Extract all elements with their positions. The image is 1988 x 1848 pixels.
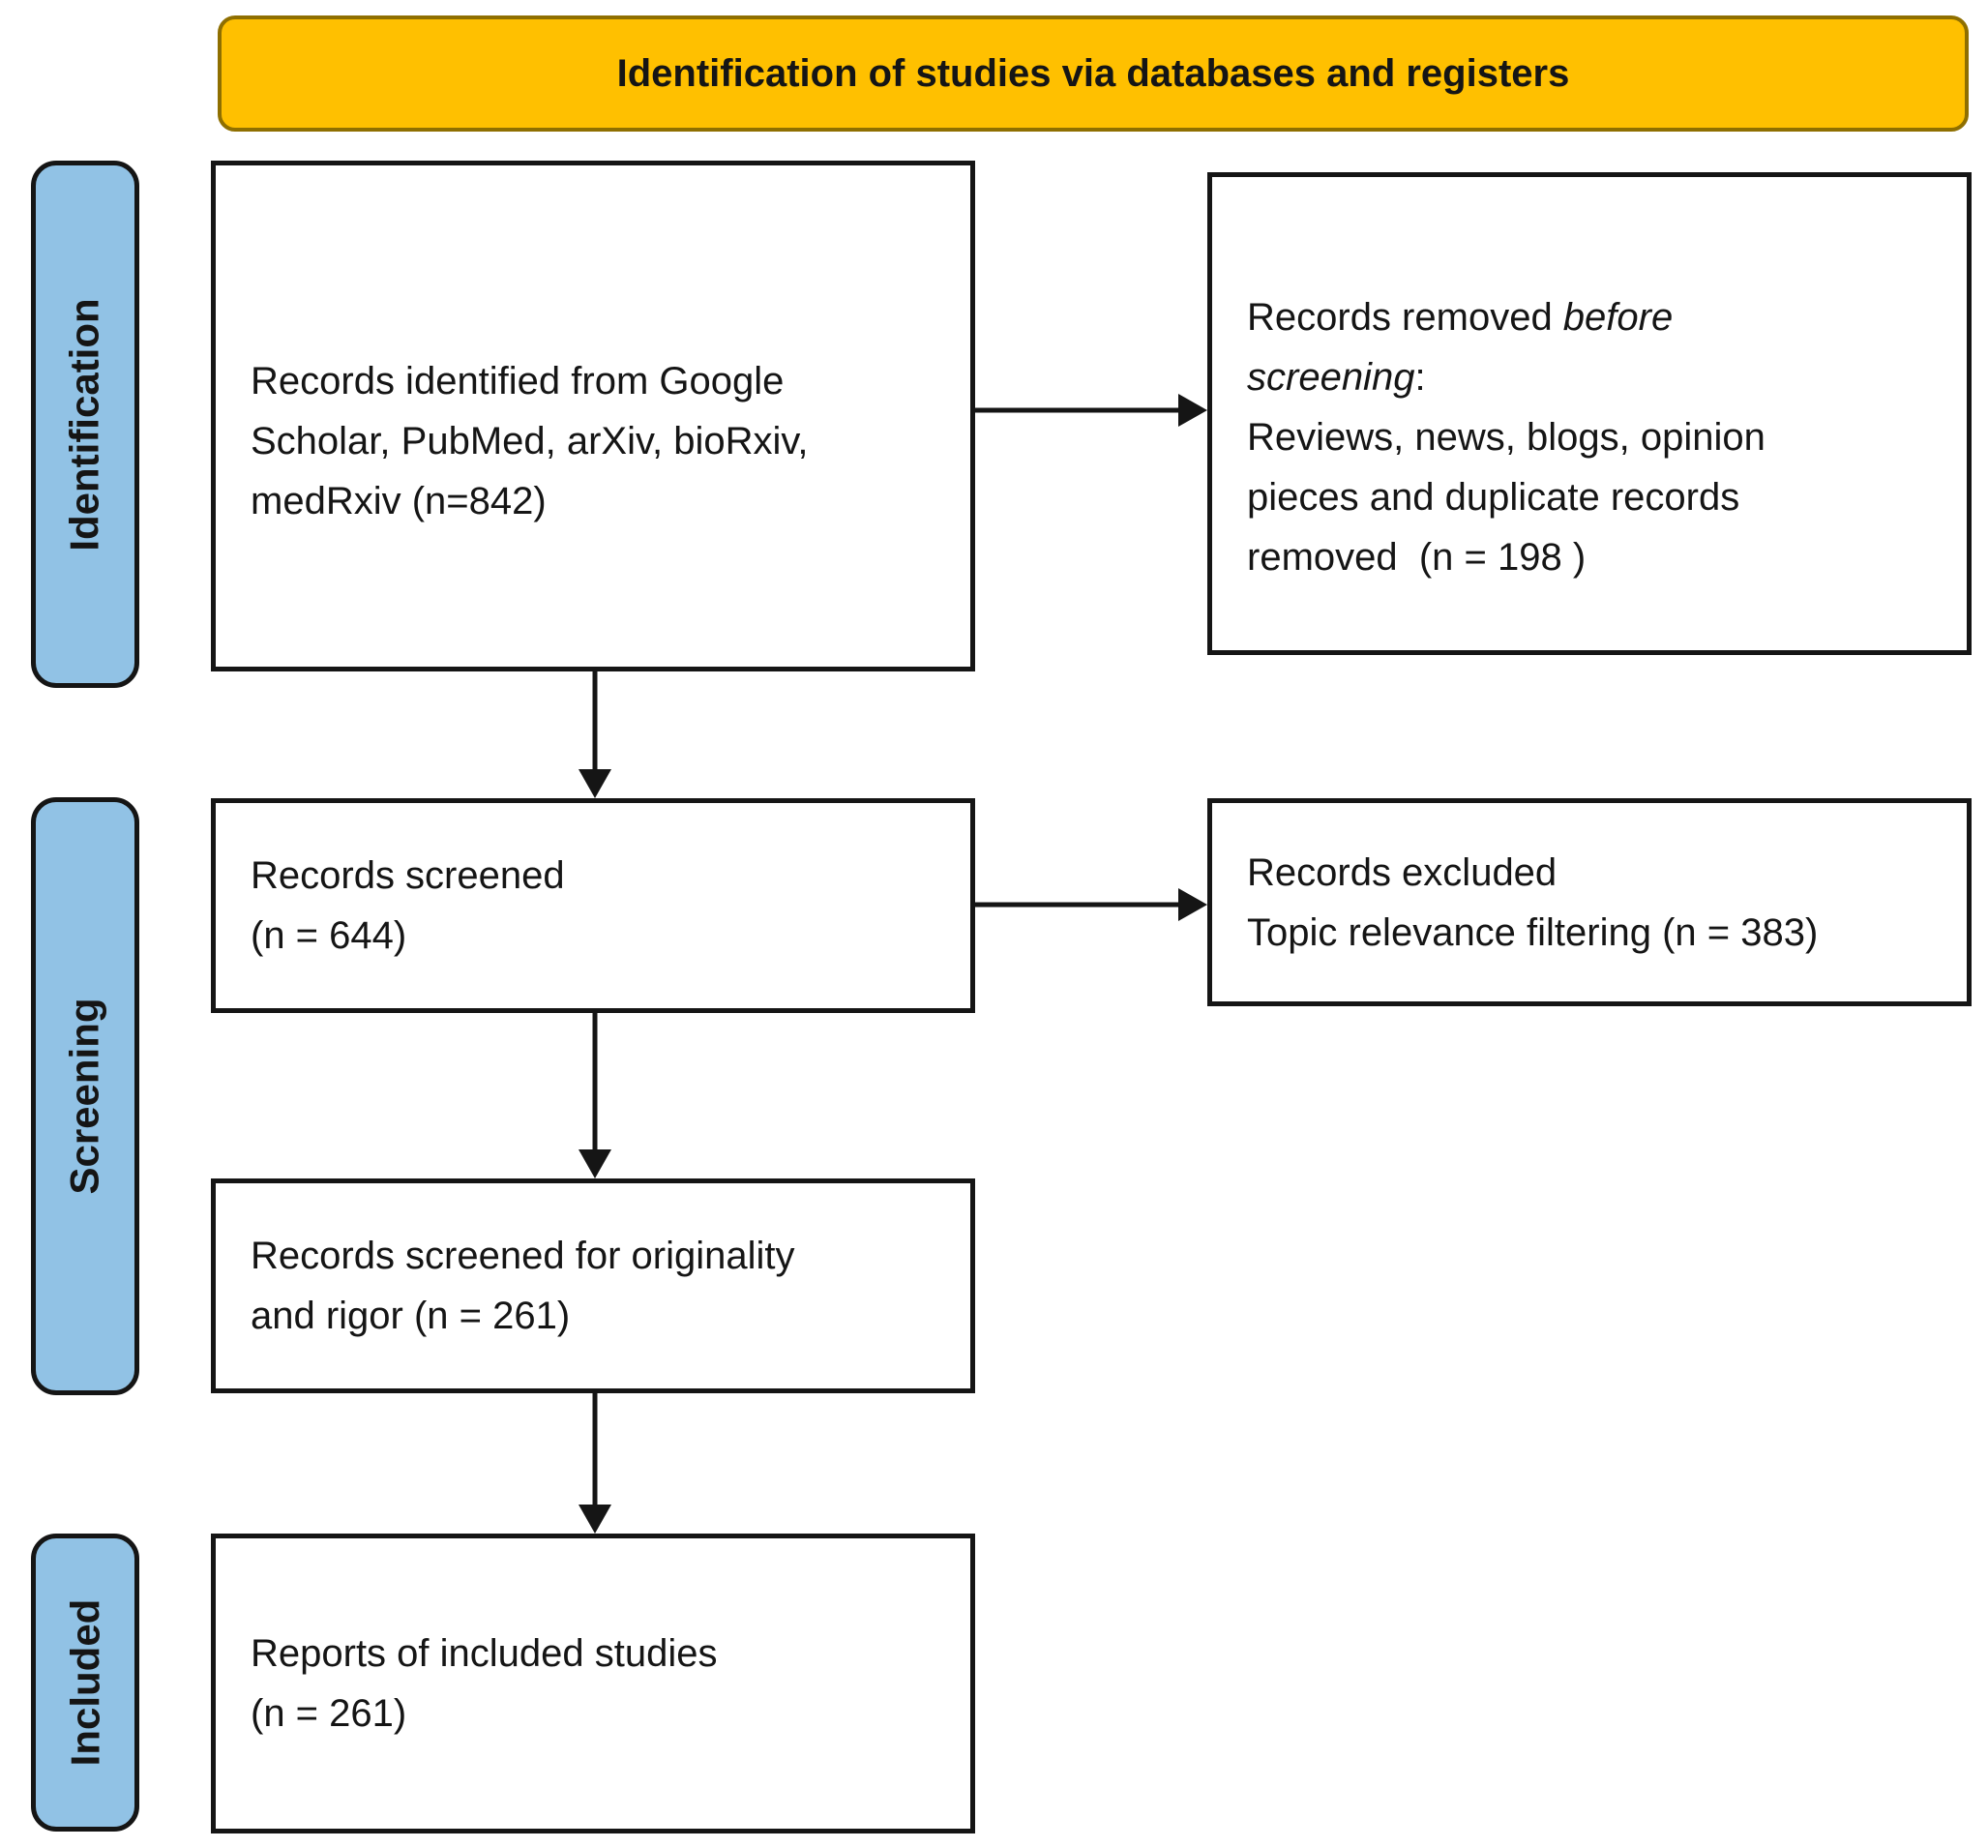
arrowhead-down-icon — [579, 769, 611, 798]
box-text-line: Records removed before — [1247, 287, 1943, 347]
box-text-line: Records screened — [251, 854, 565, 897]
box-text-line: Records screened for originality — [251, 1235, 795, 1277]
box-records-excluded: Records excluded Topic relevance filteri… — [1207, 798, 1972, 1006]
stage-label-included: Included — [31, 1534, 139, 1832]
box-text-line: Reports of included studies — [251, 1632, 718, 1675]
box-text-segment-italic: screening — [1247, 355, 1415, 399]
box-text-segment: Records removed — [1247, 295, 1563, 339]
box-text-line: Records excluded — [1247, 850, 1558, 894]
stage-label-identification: Identification — [31, 161, 139, 688]
stage-label-screening: Screening — [31, 797, 139, 1395]
arrow-identified-to-removed — [975, 394, 1207, 427]
arrowhead-down-icon — [579, 1505, 611, 1534]
arrow-screened-to-originality — [579, 1013, 611, 1178]
arrowhead-right-icon — [1178, 394, 1207, 427]
box-text-line: removed (n = 198 ) — [1247, 535, 1587, 579]
stage-label-screening-text: Screening — [62, 998, 108, 1195]
box-text-line: medRxiv (n=842) — [251, 480, 547, 522]
box-records-screened-originality: Records screened for originality and rig… — [211, 1178, 975, 1393]
banner-title: Identification of studies via databases … — [218, 15, 1969, 132]
arrow-shaft — [975, 902, 1180, 908]
box-text-segment: : — [1414, 355, 1426, 399]
box-reports-included: Reports of included studies (n = 261) — [211, 1534, 975, 1833]
box-text-line: screening: — [1247, 347, 1943, 407]
box-text-line: Records identified from Google — [251, 360, 785, 402]
arrowhead-right-icon — [1178, 888, 1207, 921]
arrow-originality-to-included — [579, 1393, 611, 1534]
arrow-shaft — [975, 407, 1180, 413]
box-text-line: Scholar, PubMed, arXiv, bioRxiv, — [251, 420, 809, 462]
box-text-line: (n = 261) — [251, 1692, 407, 1735]
box-text-line: pieces and duplicate records — [1247, 475, 1740, 519]
box-text-line: Topic relevance filtering (n = 383) — [1247, 910, 1819, 954]
arrow-identified-to-screened — [579, 671, 611, 798]
arrow-shaft — [592, 1393, 598, 1506]
box-text-line: and rigor (n = 261) — [251, 1295, 571, 1337]
stage-label-identification-text: Identification — [62, 297, 107, 551]
banner-title-text: Identification of studies via databases … — [616, 51, 1570, 95]
box-text-segment-italic: before — [1562, 295, 1674, 339]
arrow-screened-to-excluded — [975, 888, 1207, 921]
arrow-shaft — [592, 1013, 598, 1151]
arrow-shaft — [592, 671, 598, 771]
box-text-line: Reviews, news, blogs, opinion — [1247, 415, 1765, 459]
arrowhead-down-icon — [579, 1149, 611, 1178]
box-records-identified: Records identified from Google Scholar, … — [211, 161, 975, 671]
box-records-removed: Records removed before screening: Review… — [1207, 172, 1972, 655]
stage-label-included-text: Included — [62, 1598, 107, 1767]
box-text-line: (n = 644) — [251, 914, 407, 957]
box-records-screened: Records screened (n = 644) — [211, 798, 975, 1013]
